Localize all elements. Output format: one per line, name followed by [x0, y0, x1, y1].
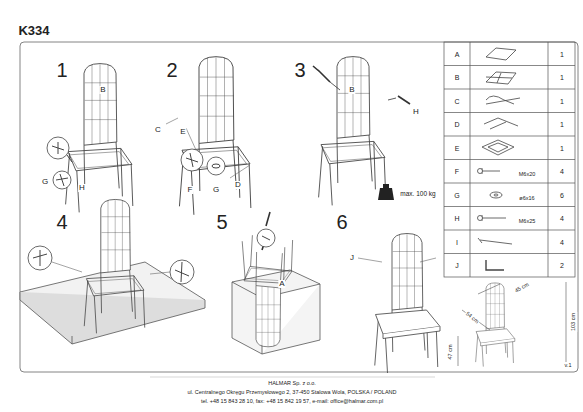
step-number: 1 — [55, 60, 68, 80]
part-letter: F — [187, 186, 194, 194]
version: v.1 — [564, 363, 573, 369]
dimension: 103 cm — [571, 312, 577, 332]
part-spec: M6x25 — [518, 220, 537, 226]
part-letter: J — [454, 262, 460, 269]
dimension: 47 cm — [448, 344, 454, 361]
part-letter: C — [154, 126, 162, 134]
weight-limit: max. 100 kg — [399, 191, 436, 198]
part-spec: ø6x16 — [518, 196, 535, 202]
part-letter: F — [454, 168, 460, 175]
part-quantity: 1 — [559, 121, 565, 128]
part-letter: D — [453, 121, 460, 128]
part-letter: H — [412, 108, 420, 116]
part-letter: H — [453, 215, 460, 222]
part-letter: A — [278, 280, 285, 288]
part-letter: E — [454, 144, 461, 151]
part-letter: B — [454, 74, 461, 81]
step-number: 2 — [165, 60, 178, 80]
part-quantity: 6 — [559, 191, 565, 198]
part-quantity: 1 — [559, 144, 565, 151]
part-letter: G — [453, 191, 460, 198]
part-letter: A — [454, 50, 461, 57]
part-letter: J — [349, 254, 355, 262]
part-letter: B — [99, 86, 106, 94]
step-number: 3 — [293, 60, 306, 80]
part-quantity: 2 — [559, 262, 565, 269]
footer-text: tel. +48 15 843 28 10, fax: +48 15 842 1… — [200, 399, 384, 405]
dimension: 45 cm — [513, 281, 530, 294]
step-number: 6 — [335, 212, 348, 232]
part-letter: G — [41, 178, 49, 186]
part-spec: M6x20 — [518, 173, 537, 179]
dimension: 54 cm — [464, 310, 481, 325]
part-letter: I — [455, 238, 459, 245]
part-letter: H — [78, 184, 86, 192]
part-quantity: 4 — [559, 215, 565, 222]
part-letter: D — [234, 181, 242, 189]
part-quantity: 1 — [559, 74, 565, 81]
model-title: K334 — [17, 24, 50, 37]
step-number: 4 — [55, 212, 68, 232]
part-quantity: 4 — [559, 238, 565, 245]
part-letter: B — [348, 86, 355, 94]
part-letter: G — [212, 186, 220, 194]
step-number: 5 — [215, 212, 228, 232]
part-quantity: 4 — [559, 168, 565, 175]
part-quantity: 1 — [559, 50, 565, 57]
footer-text: HALMAR Sp. z o.o. — [267, 381, 317, 387]
footer-text: ul. Centralnego Okręgu Przemysłowego 2, … — [186, 390, 397, 396]
part-letter: E — [179, 128, 186, 136]
part-letter: C — [453, 97, 460, 104]
part-quantity: 1 — [559, 97, 565, 104]
